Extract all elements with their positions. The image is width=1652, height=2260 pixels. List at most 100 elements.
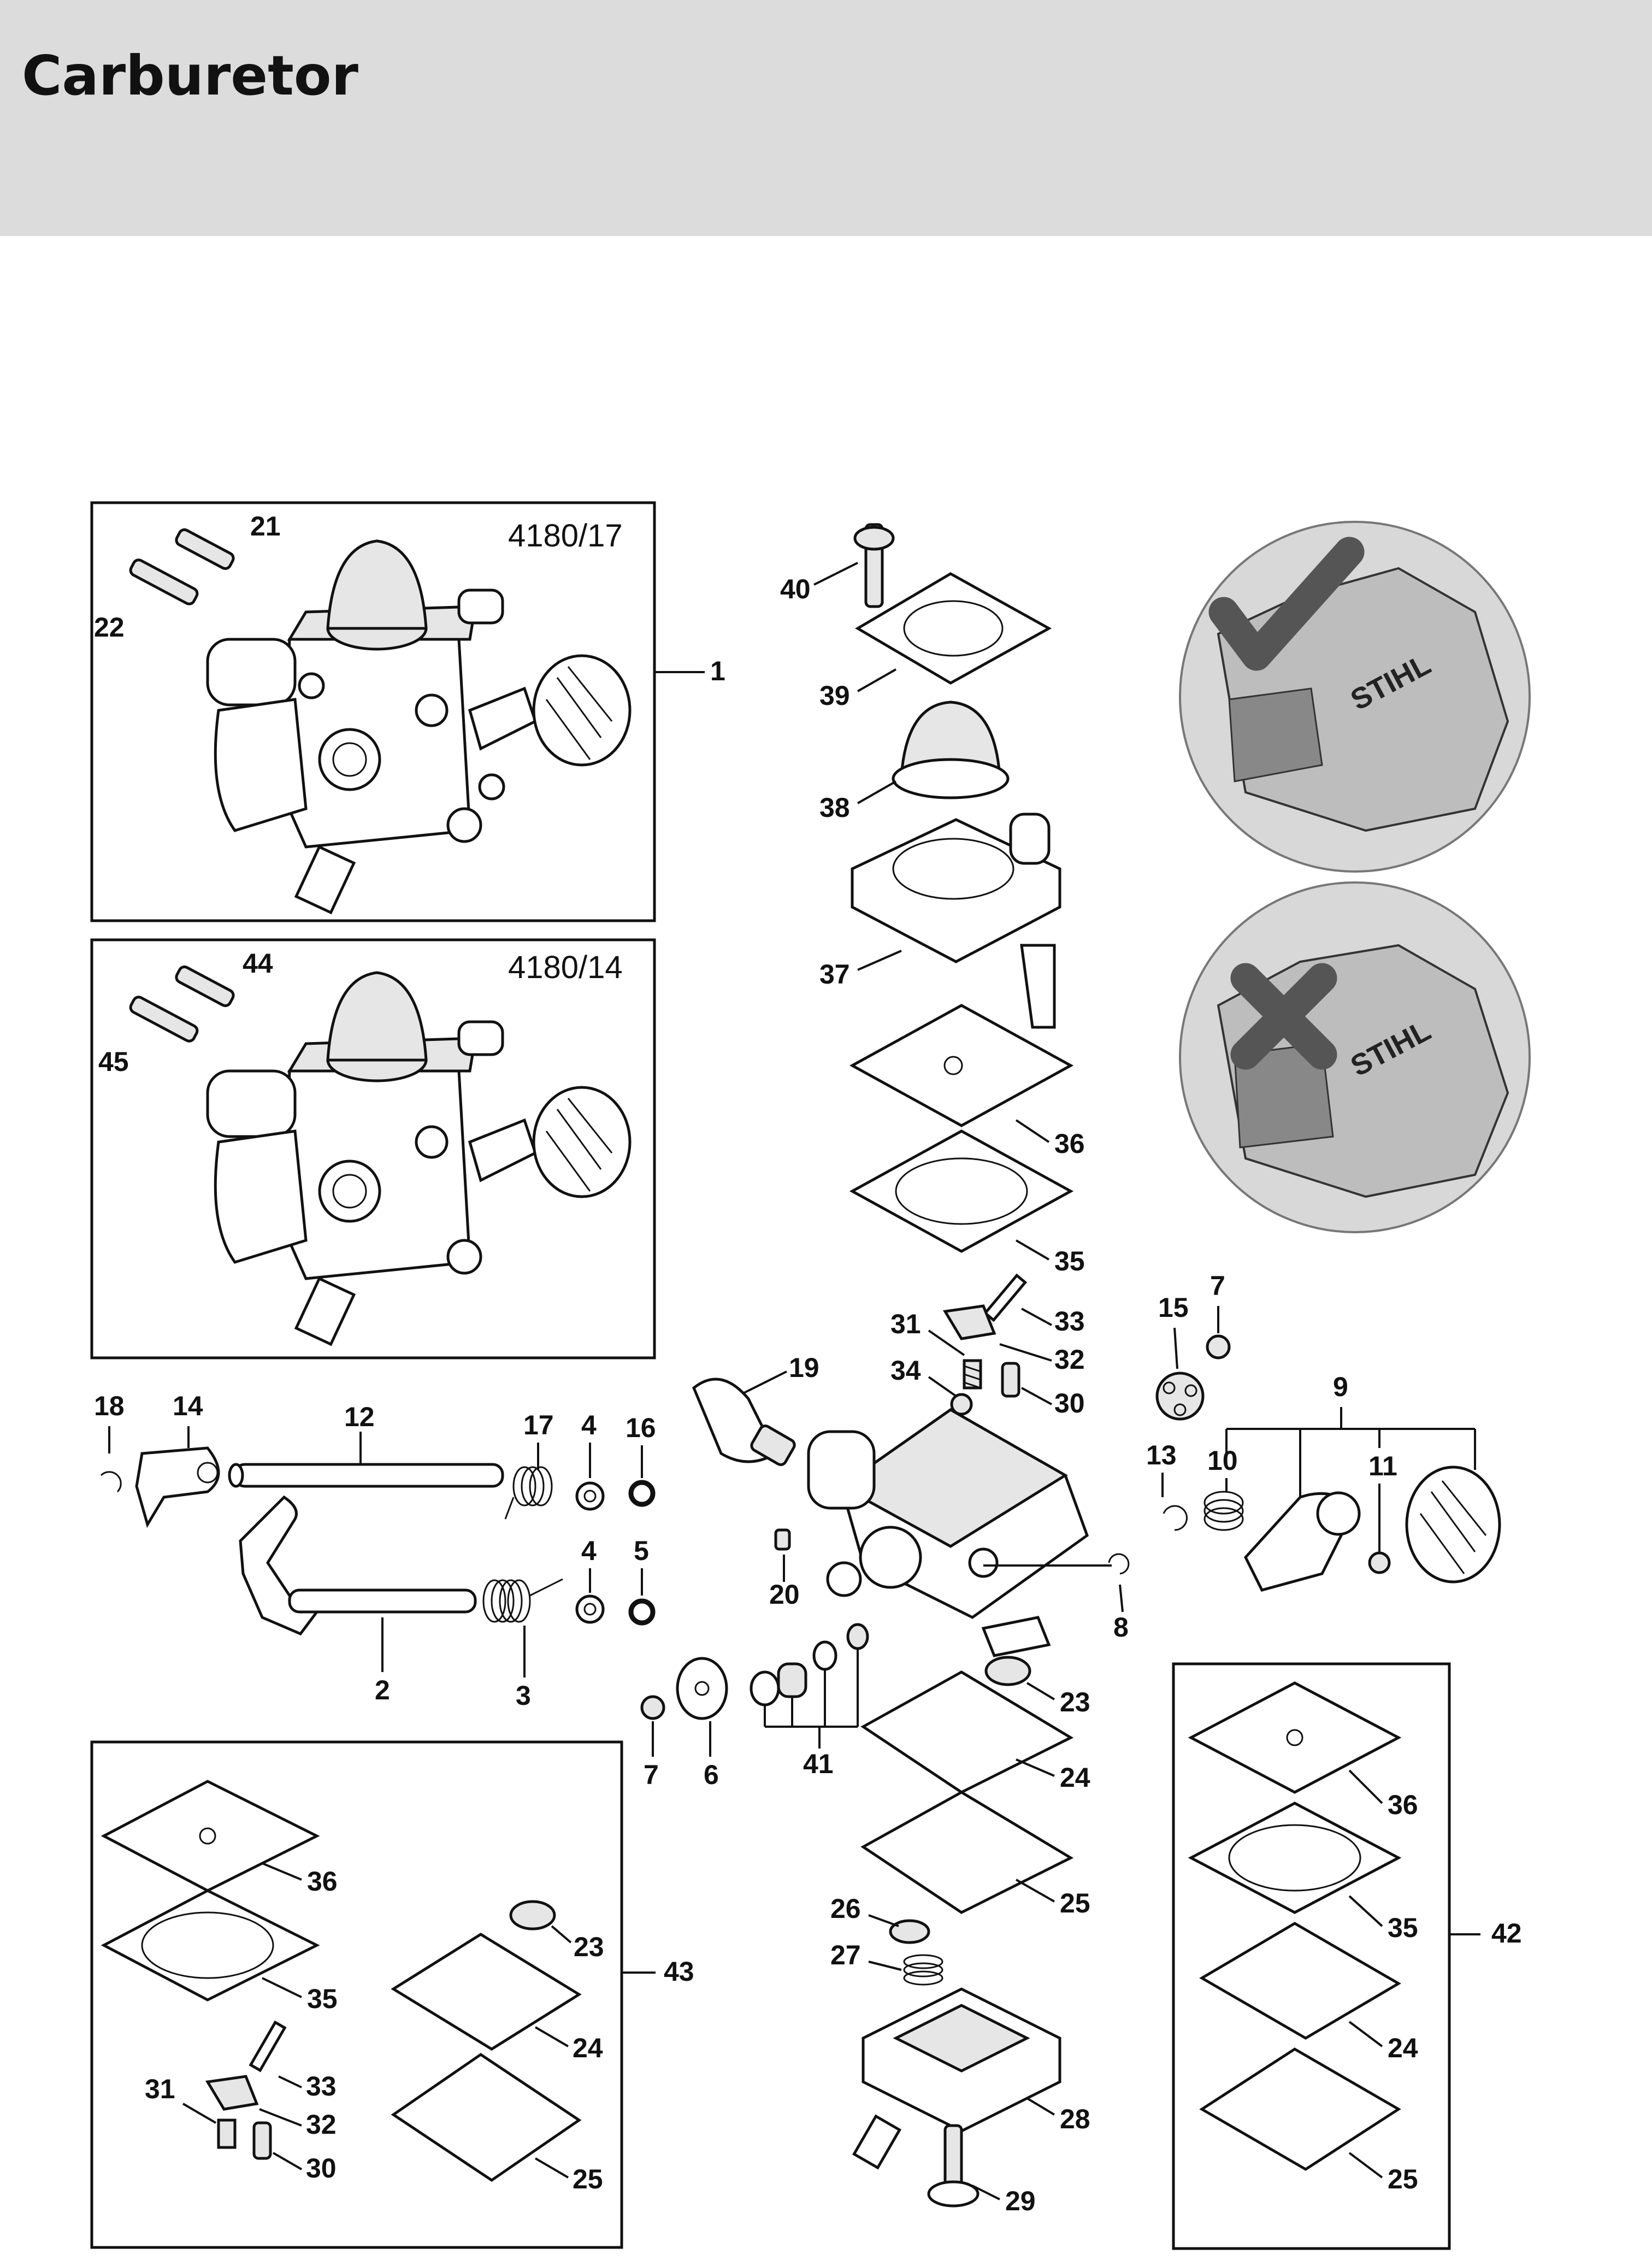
callout-35c: 35 <box>1388 1912 1418 1943</box>
needle-30-kit <box>252 2121 272 2160</box>
exploded-parts-diagram: 4180/17 1 21 22 <box>90 501 1531 2250</box>
callout-9: 9 <box>1333 1372 1348 1402</box>
callout-41: 41 <box>803 1749 834 1779</box>
callout-24: 24 <box>1060 1762 1090 1793</box>
callout-30: 30 <box>1054 1388 1085 1419</box>
callout-15: 15 <box>1158 1292 1189 1323</box>
callout-22: 22 <box>94 612 125 643</box>
circlip-18 <box>100 1471 122 1493</box>
callout-36: 36 <box>1054 1128 1085 1159</box>
callout-39: 39 <box>819 680 850 711</box>
callout-5: 5 <box>634 1535 649 1566</box>
callout-1: 1 <box>710 656 725 686</box>
callout-32b: 32 <box>306 2109 337 2140</box>
o-ring-16 <box>628 1480 656 1507</box>
throttle-lever-2 <box>239 1495 319 1636</box>
callout-32: 32 <box>1054 1344 1085 1375</box>
throttle-shaft-parts: 18 14 12 17 4 16 2 <box>94 1391 656 1711</box>
callout-11: 11 <box>1368 1451 1397 1481</box>
callout-17: 17 <box>523 1410 554 1440</box>
callout-43: 43 <box>664 1956 694 1987</box>
callout-2: 2 <box>375 1675 390 1705</box>
spring-31 <box>963 1359 982 1390</box>
callout-24c: 24 <box>1388 2033 1418 2063</box>
carburetor-body <box>807 1408 1089 1657</box>
gasket-25-kit42 <box>1199 2047 1401 2171</box>
callout-28: 28 <box>1060 2104 1090 2134</box>
gasket-24 <box>860 1670 1074 1794</box>
callout-35b: 35 <box>307 1984 338 2014</box>
callout-25b: 25 <box>573 2164 603 2194</box>
spring-17 <box>504 1466 553 1520</box>
callout-36b: 36 <box>307 1866 338 1897</box>
diaphragm-36-kit <box>101 1780 320 1892</box>
correct-model-photo: STIHL <box>1179 521 1531 873</box>
callout-37: 37 <box>819 959 850 990</box>
callout-20: 20 <box>769 1579 800 1610</box>
checkmark-icon <box>1208 537 1365 671</box>
adjusting-screw-21 <box>175 528 235 570</box>
callout-38: 38 <box>819 792 850 823</box>
kit-43-box: 36 35 23 24 25 31 33 32 30 43 <box>90 1740 694 2249</box>
callout-16: 16 <box>626 1412 656 1443</box>
callout-7a: 7 <box>1210 1270 1225 1301</box>
inset-ref-label: 4180/14 <box>508 950 623 985</box>
lower-center-parts: 7 6 41 23 24 25 26 27 <box>640 1623 1090 2216</box>
callout-35: 35 <box>1054 1246 1085 1276</box>
nozzle-41a <box>750 1670 780 1706</box>
o-ring-5 <box>628 1598 656 1626</box>
plug-20 <box>774 1528 791 1551</box>
callout-4b: 4 <box>581 1535 597 1566</box>
callout-34: 34 <box>890 1355 921 1386</box>
incorrect-model-photo: STIHL <box>1179 881 1531 1233</box>
choke-shaft-12 <box>233 1463 504 1488</box>
carburetor-assembly-drawing <box>206 539 632 915</box>
spring-31-kit <box>217 2118 237 2149</box>
callout-12: 12 <box>344 1402 375 1432</box>
screw-11 <box>1368 1551 1391 1574</box>
plate-6 <box>676 1657 728 1720</box>
pin-33 <box>983 1273 1028 1322</box>
callout-13: 13 <box>1146 1440 1177 1470</box>
callout-44: 44 <box>243 948 273 979</box>
callout-29: 29 <box>1005 2186 1036 2216</box>
pin-33-kit <box>249 2020 287 2073</box>
callout-31b: 31 <box>145 2074 175 2104</box>
callout-8: 8 <box>1113 1612 1129 1643</box>
callout-21: 21 <box>250 511 281 542</box>
callout-45: 45 <box>98 1046 129 1077</box>
disc-26 <box>889 1919 930 1944</box>
adjusting-screw-45 <box>129 996 199 1043</box>
callout-42: 42 <box>1491 1918 1522 1949</box>
page-title: Carburetor <box>22 44 358 108</box>
callout-24b: 24 <box>573 2033 603 2063</box>
choke-parts: 15 7 13 10 11 9 8 <box>983 1270 1501 1643</box>
pump-stack: 40 39 38 37 36 35 <box>780 523 1085 1276</box>
callout-27: 27 <box>830 1940 861 1970</box>
callout-4: 4 <box>581 1410 597 1440</box>
callout-26: 26 <box>830 1893 861 1924</box>
inset-carburetor-4180-17: 4180/17 1 21 22 <box>90 501 725 922</box>
gasket-24-kit42 <box>1199 1922 1401 2040</box>
callout-23b: 23 <box>574 1932 604 1962</box>
spring-27 <box>903 1954 943 1986</box>
circlip-13 <box>1163 1505 1188 1531</box>
kit-42-box: 36 35 24 25 42 <box>1172 1662 1522 2250</box>
inlet-needle-30 <box>1001 1362 1020 1398</box>
callout-19: 19 <box>789 1352 819 1383</box>
lever-32 <box>942 1304 996 1340</box>
callout-23: 23 <box>1060 1687 1090 1717</box>
spring-3 <box>482 1578 563 1623</box>
screw-7b <box>640 1695 665 1720</box>
callout-40: 40 <box>780 574 811 604</box>
lever-32-kit <box>205 2075 259 2111</box>
gasket-35-kit42 <box>1188 1802 1402 1914</box>
flange-39 <box>855 572 1052 685</box>
screw-34 <box>950 1393 973 1416</box>
gasket-25 <box>860 1791 1074 1914</box>
callout-14: 14 <box>173 1391 203 1421</box>
inset-ref-label: 4180/17 <box>508 518 623 554</box>
inset-carburetor-4180-14: 4180/14 44 45 <box>90 938 656 1359</box>
gasket-25-kit <box>391 2052 582 2182</box>
gasket-35-kit <box>101 1889 320 2002</box>
